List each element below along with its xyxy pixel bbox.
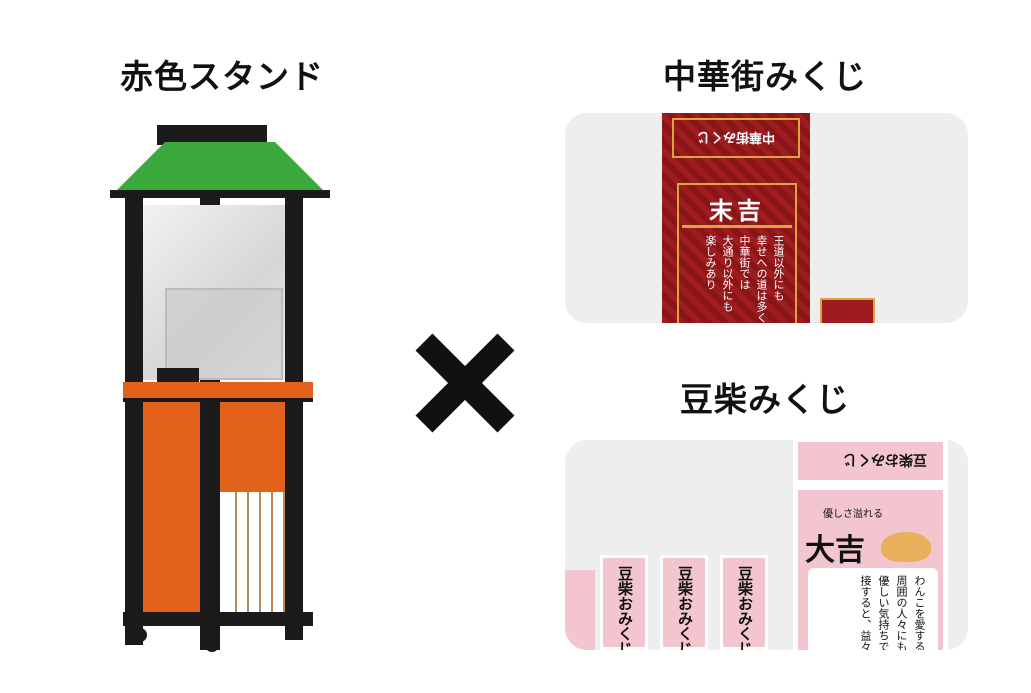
slip-fortune: 大吉 <box>805 533 865 568</box>
slip-subtitle: 優しさ溢れる <box>823 509 883 520</box>
shiba-slip: 豆柴おみくじ 優しさ溢れる 大吉 わんこを愛する 周囲の人々にも 優しい気持ちで… <box>793 440 948 650</box>
cross-icon <box>412 330 518 436</box>
slip-line: 大通り以外にも <box>721 235 734 312</box>
stand-roof <box>157 125 267 145</box>
slip-fortune: 末吉 <box>709 197 765 225</box>
shiba-dog-icon <box>881 532 931 562</box>
stand-counter <box>123 382 313 402</box>
chinatown-heading: 中華街みくじ <box>663 57 867 96</box>
slip-header: 中華街みくじ <box>697 129 776 144</box>
slip-line: わんこを愛する <box>913 575 926 650</box>
chinatown-omikuji-photo: 中華街みくじ 末吉 王道以外にも 幸せへの道は多く 中華街では 大通り以外にも … <box>565 113 968 323</box>
slip-line: 楽しみあり <box>704 235 717 290</box>
chinatown-slip: 中華街みくじ 末吉 王道以外にも 幸せへの道は多く 中華街では 大通り以外にも … <box>662 113 810 323</box>
slip-line: 周囲の人々にも <box>895 575 908 650</box>
red-stand-image <box>105 120 335 660</box>
slip-line: 優しい気持ちで <box>877 575 890 650</box>
small-slip: 豆柴おみくじ <box>720 555 768 650</box>
shiba-heading: 豆柴みくじ <box>680 380 850 419</box>
slip-line: 中華街では <box>738 235 751 290</box>
slip-line: 王道以外にも <box>772 235 785 301</box>
small-slip: 豆柴おみくじ <box>660 555 708 650</box>
slip-header: 豆柴おみくじ <box>798 442 943 480</box>
slip-line: 幸せへの道は多く <box>755 235 768 323</box>
shiba-omikuji-photo: 豆柴おみくじ 豆柴おみくじ 豆柴おみくじ 豆柴おみくじ 優しさ溢れる 大吉 わん… <box>565 440 968 650</box>
slip-line: 接すると、益々 <box>859 575 872 650</box>
stand-heading: 赤色スタンド <box>120 57 324 96</box>
small-slip: 豆柴おみくじ <box>600 555 648 650</box>
